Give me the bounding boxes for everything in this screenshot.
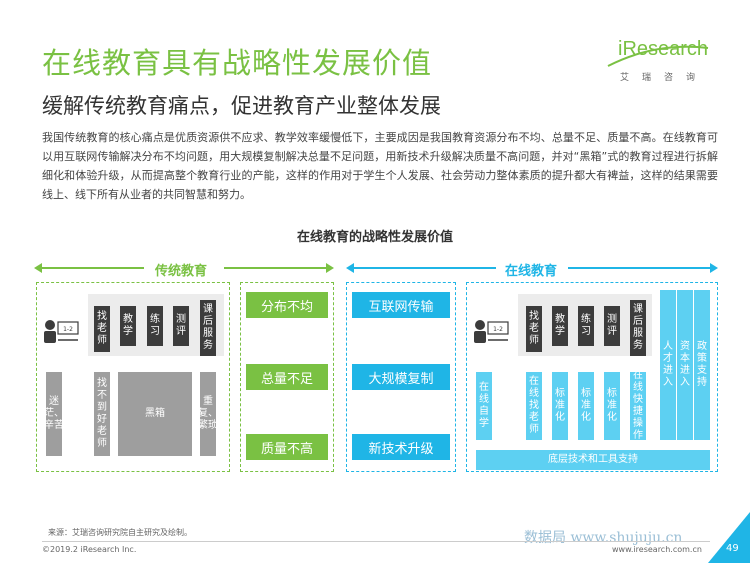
problem-low-quality: 质量不高 xyxy=(246,434,328,460)
logo-subtext: 艾瑞咨询 xyxy=(620,73,709,83)
svg-text:1-2: 1-2 xyxy=(63,326,73,333)
online-label: 在线教育 xyxy=(505,264,558,279)
trad-step-after-class: 课后服务 xyxy=(200,300,216,356)
trad-blackbox: 黑箱 xyxy=(118,372,192,456)
page-corner-icon xyxy=(708,512,750,563)
traditional-arrow-icon xyxy=(34,263,334,273)
iresearch-logo: iResearch 艾瑞咨询 xyxy=(600,38,710,88)
online-step-find-teacher: 找老师 xyxy=(526,306,542,352)
problems-panel xyxy=(240,282,334,472)
footer-divider xyxy=(42,541,710,542)
trad-step-practice: 练习 xyxy=(147,306,163,346)
footer-url: www.iresearch.com.cn xyxy=(612,545,702,554)
solution-tech-upgrade: 新技术升级 xyxy=(352,434,450,460)
trad-repetitive: 重复、繁琐 xyxy=(198,372,218,456)
trad-step-assessment: 测评 xyxy=(173,306,189,346)
page-subtitle: 缓解传统教育痛点，促进教育产业整体发展 xyxy=(42,94,441,118)
online-standardize-practice: 标准化 xyxy=(578,372,594,440)
online-quick-operation: 在线快捷操作 xyxy=(630,370,646,441)
online-step-practice: 练习 xyxy=(578,306,594,346)
online-policy-support: 政策支持 xyxy=(694,290,710,440)
online-panel xyxy=(466,282,718,472)
online-self-study: 在线自学 xyxy=(476,372,492,440)
online-step-after-class: 课后服务 xyxy=(630,300,646,356)
online-capital-entry: 资本进入 xyxy=(677,290,693,440)
online-step-teaching: 教学 xyxy=(552,306,568,346)
problem-uneven-distribution: 分布不均 xyxy=(246,292,328,318)
logo-text: iResearch xyxy=(618,38,709,60)
svg-text:1-2: 1-2 xyxy=(493,326,503,333)
trad-step-teaching: 教学 xyxy=(120,306,136,346)
page-title: 在线教育具有战略性发展价值 xyxy=(42,46,433,80)
source-note: 来源：艾瑞咨询研究院自主研究及绘制。 xyxy=(48,528,192,537)
online-talent-entry: 人才进入 xyxy=(660,290,676,440)
page-number: 49 xyxy=(726,543,739,554)
online-step-assessment: 测评 xyxy=(604,306,620,346)
logo-swoosh-icon xyxy=(607,45,709,67)
online-standardize-teaching: 标准化 xyxy=(552,372,568,440)
solution-internet-transmission: 互联网传输 xyxy=(352,292,450,318)
trad-confused: 迷茫、辛苦 xyxy=(44,372,64,456)
intro-paragraph: 我国传统教育的核心痛点是优质资源供不应求、教学效率缓慢低下，主要成因是我国教育资… xyxy=(42,131,718,201)
traditional-label: 传统教育 xyxy=(155,264,208,279)
copyright: ©2019.2 iResearch Inc. xyxy=(42,545,137,554)
trad-step-find-teacher: 找老师 xyxy=(94,306,110,352)
watermark: 数据局 www.shujuju.cn xyxy=(524,530,683,546)
online-student-icon: 1-2 xyxy=(474,320,509,343)
trad-no-good-teacher: 找不到好老师 xyxy=(94,372,110,456)
online-tech-foundation: 底层技术和工具支持 xyxy=(476,450,710,470)
problem-insufficient-quantity: 总量不足 xyxy=(246,364,328,390)
student-icon: 1-2 xyxy=(44,320,79,343)
online-find-teacher: 在线找老师 xyxy=(526,372,542,440)
traditional-panel xyxy=(36,282,230,472)
solutions-panel xyxy=(346,282,456,472)
online-standardize-assessment: 标准化 xyxy=(604,372,620,440)
diagram-title: 在线教育的战略性发展价值 xyxy=(296,230,453,245)
online-arrow-icon xyxy=(346,263,718,273)
solution-mass-replication: 大规模复制 xyxy=(352,364,450,390)
